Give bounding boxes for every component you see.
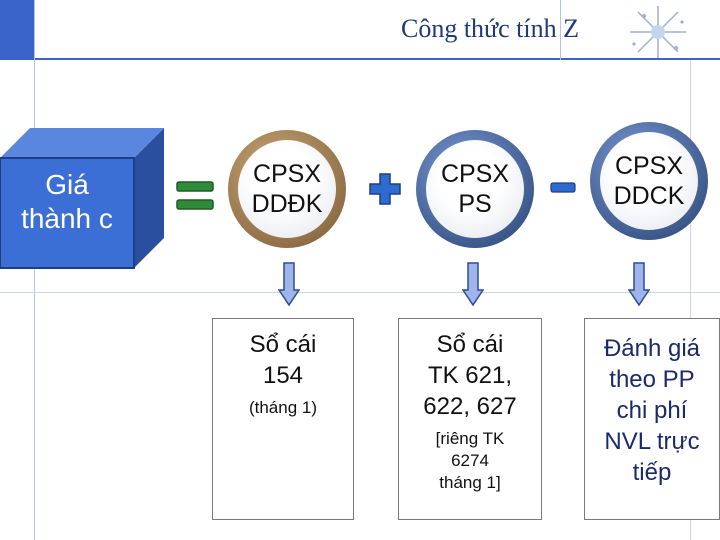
circle-line2: DDCK bbox=[613, 182, 685, 210]
top-accent-line bbox=[0, 58, 720, 60]
circle-line1: CPSX bbox=[614, 152, 684, 180]
box-line: TK 621, bbox=[427, 362, 513, 389]
plus-icon: + bbox=[369, 173, 401, 205]
box-line: 622, 627 bbox=[423, 393, 517, 420]
price-cube bbox=[0, 128, 164, 269]
circle-cpsx-ddkd: CPSX DDĐK bbox=[228, 130, 346, 248]
circle-cpsx-ddck: CPSX DDCK bbox=[590, 122, 708, 240]
box-line: Sổ cái bbox=[436, 331, 504, 358]
minus-icon: − bbox=[550, 182, 576, 193]
ledger-154-box: Sổ cái 154 (tháng 1) bbox=[212, 318, 354, 520]
cube-label: Giá thành c bbox=[0, 168, 134, 236]
box-line: 154 bbox=[262, 362, 304, 389]
box-line: NVL trực bbox=[604, 428, 700, 455]
cube-label-line2: thành c bbox=[21, 203, 113, 234]
box-note: [riêng TK 6274 tháng 1] bbox=[436, 428, 505, 494]
box-note: (tháng 1) bbox=[248, 398, 318, 417]
sparkle-star-icon bbox=[630, 6, 686, 58]
circle-line1: CPSX bbox=[252, 160, 322, 188]
slide-title: Công thức tính Z bbox=[400, 14, 580, 43]
ledger-621-box: Sổ cái TK 621, 622, 627 [riêng TK 6274 t… bbox=[398, 318, 542, 520]
equals-icon: = bbox=[176, 181, 214, 210]
box-line: chi phí bbox=[616, 397, 688, 424]
box-line: Đánh giá bbox=[603, 335, 701, 362]
box-note-line: 6274 bbox=[451, 451, 489, 470]
box-line: tiếp bbox=[632, 459, 672, 486]
circle-line2: PS bbox=[458, 190, 492, 218]
down-arrow-icon bbox=[278, 262, 300, 306]
box-text: Đánh giá theo PP chi phí NVL trực tiếp bbox=[604, 333, 700, 488]
box-line: Sổ cái bbox=[249, 331, 317, 358]
circle-cpsx-ps: CPSX PS bbox=[416, 130, 534, 248]
down-arrow-icon bbox=[628, 262, 650, 306]
box-note-line: [riêng TK bbox=[435, 429, 505, 448]
frame-line bbox=[34, 0, 35, 540]
left-accent-bar bbox=[0, 0, 34, 58]
frame-line bbox=[0, 292, 720, 293]
box-note-line: tháng 1] bbox=[439, 473, 501, 492]
down-arrow-icon bbox=[462, 262, 484, 306]
box-line: theo PP bbox=[609, 366, 695, 393]
circle-line1: CPSX bbox=[440, 160, 510, 188]
frame-line bbox=[690, 60, 691, 540]
box-text: Sổ cái TK 621, 622, 627 bbox=[423, 329, 516, 422]
circle-line2: DDĐK bbox=[251, 190, 323, 218]
frame-line bbox=[560, 0, 561, 60]
box-text: Sổ cái 154 bbox=[250, 329, 317, 391]
valuation-method-box: Đánh giá theo PP chi phí NVL trực tiếp bbox=[584, 318, 720, 520]
cube-label-line1: Giá bbox=[45, 169, 89, 200]
